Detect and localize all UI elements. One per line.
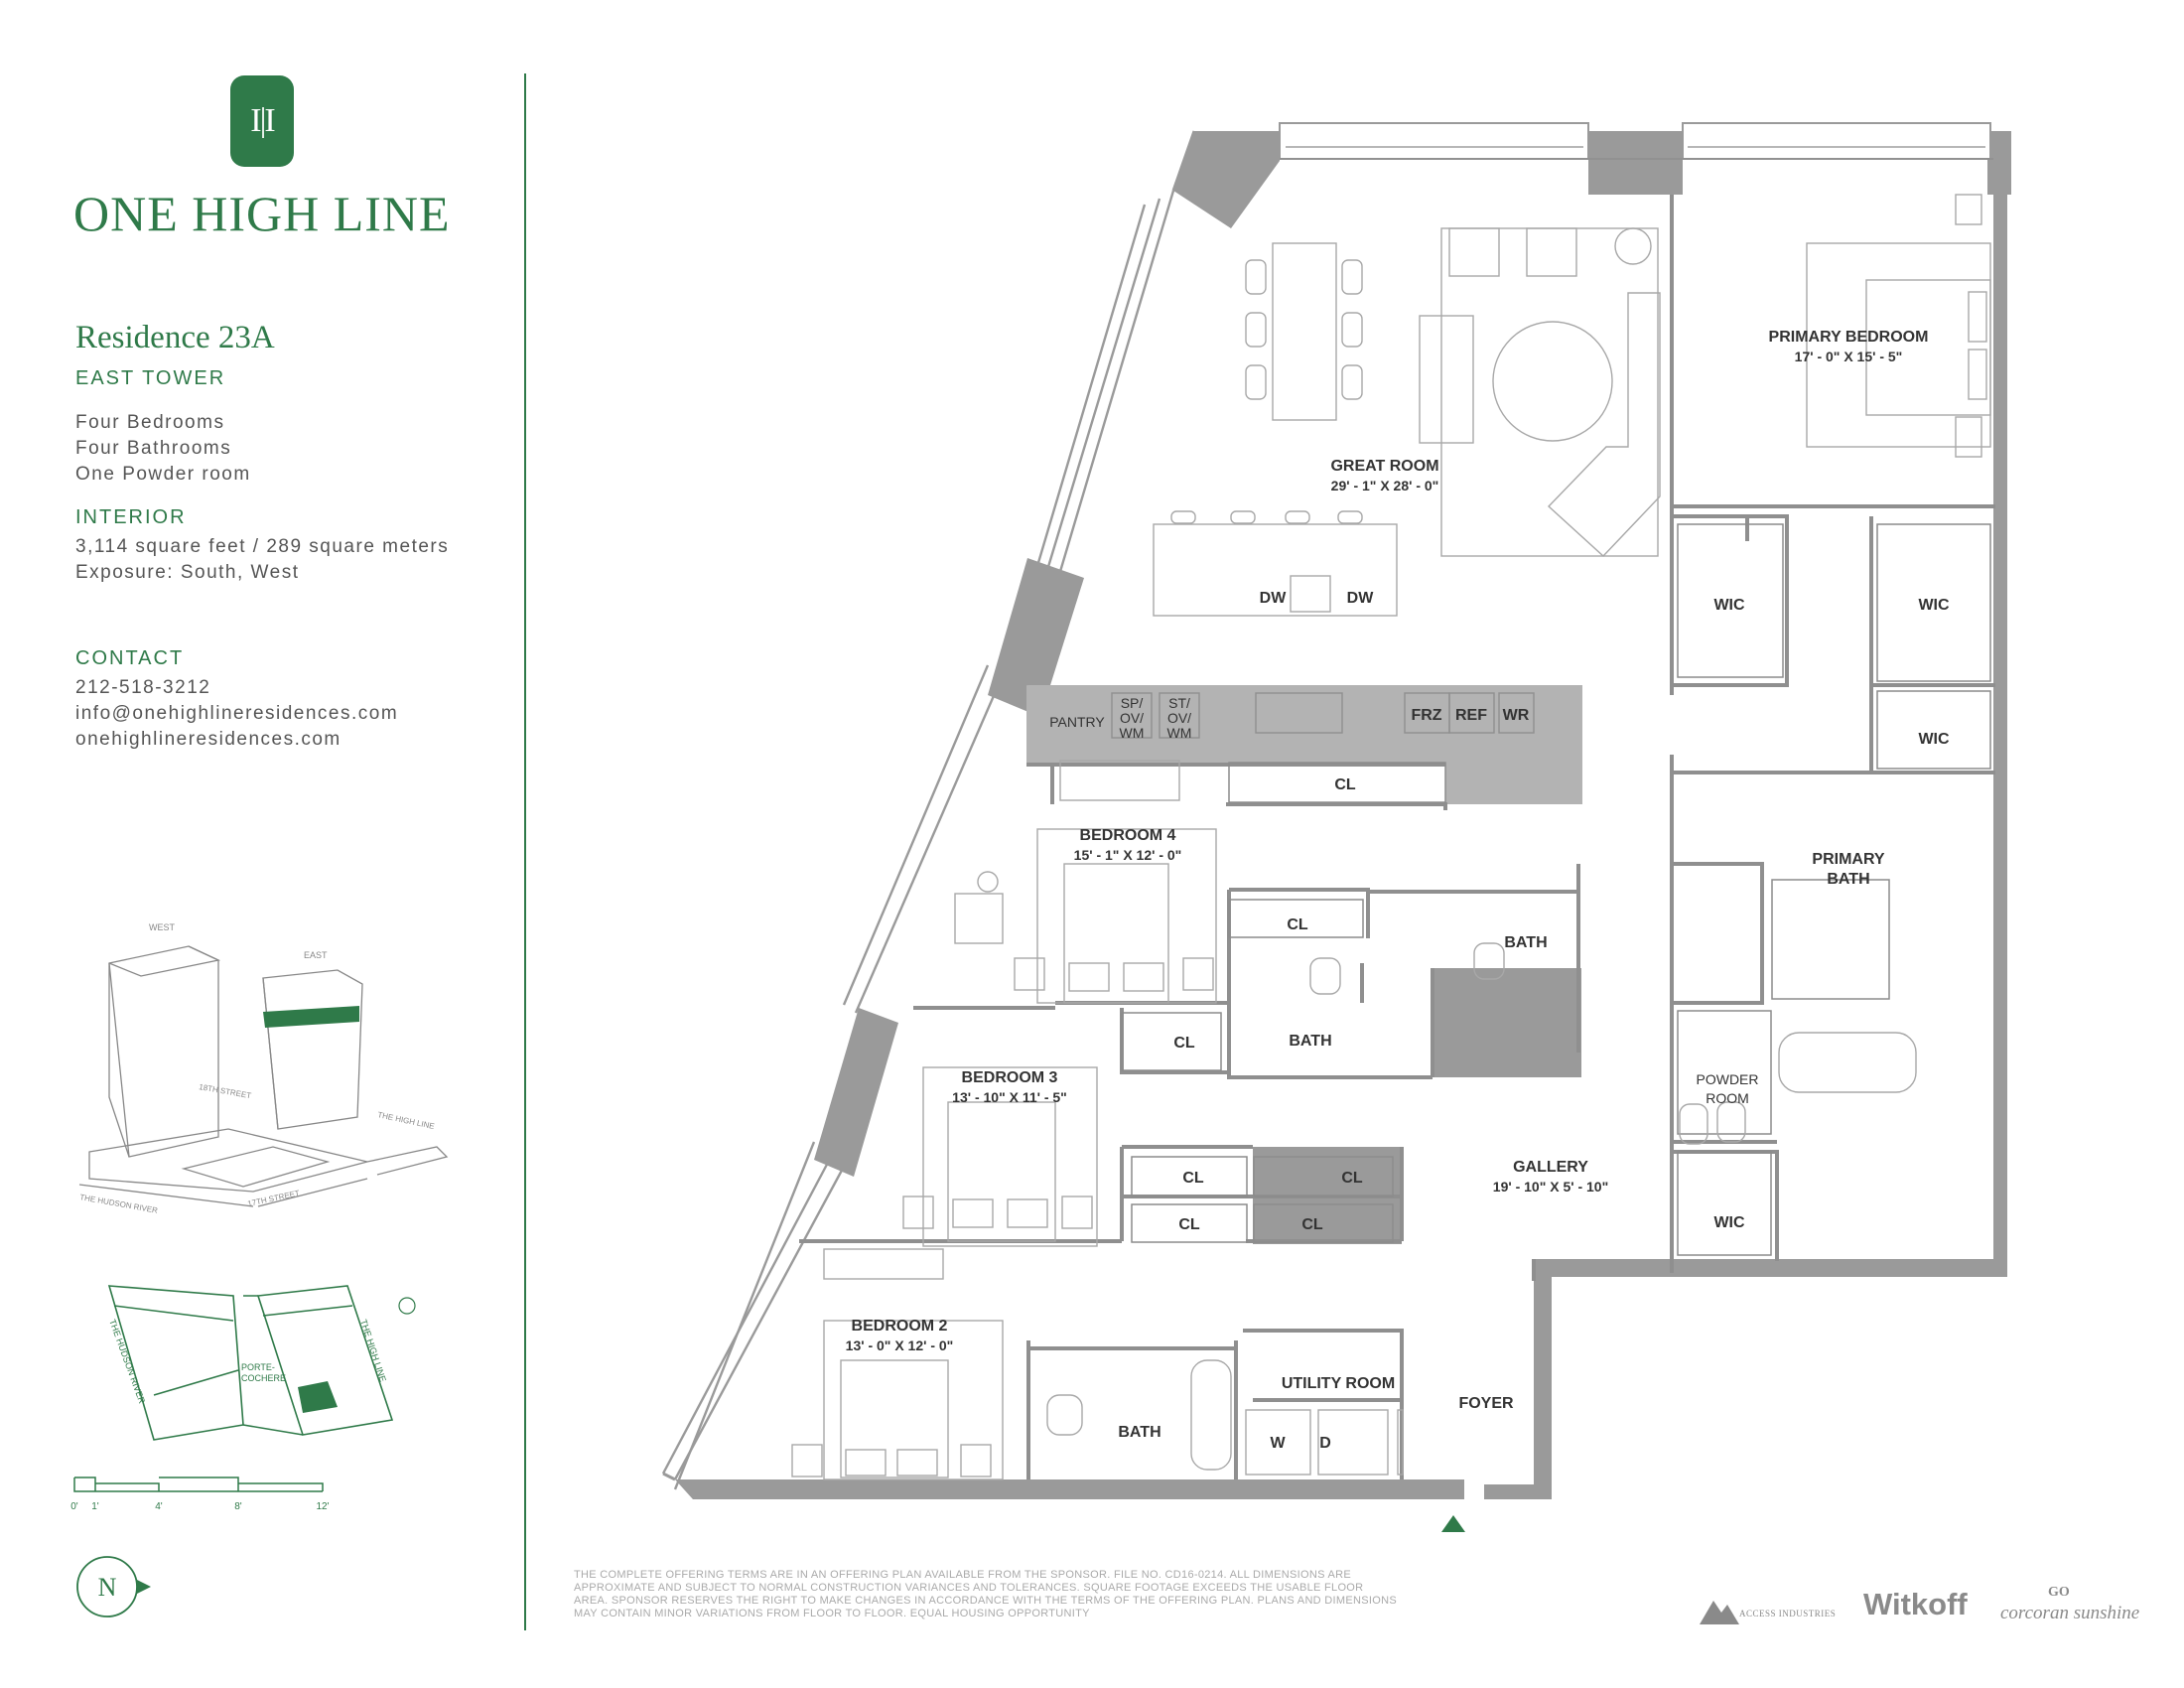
dryer-label: D bbox=[1319, 1435, 1331, 1452]
contact-email[interactable]: info@onehighlineresidences.com bbox=[75, 703, 399, 724]
great-room-label: GREAT ROOM bbox=[1330, 458, 1438, 475]
sidebar-divider bbox=[524, 73, 526, 1630]
closet-label-3: CL bbox=[1178, 1216, 1200, 1233]
site-compass-icon bbox=[398, 1297, 416, 1315]
exposure-text: Exposure: South, West bbox=[75, 562, 300, 583]
bedroom4-label: BEDROOM 4 bbox=[1080, 827, 1176, 844]
st-label-3: WM bbox=[1167, 725, 1192, 741]
closet-label-4: CL bbox=[1301, 1216, 1323, 1233]
wic-label-2: WIC bbox=[1918, 597, 1950, 614]
furniture bbox=[791, 194, 1991, 1480]
powder-room-label-1: POWDER bbox=[1697, 1071, 1759, 1087]
bath-label-bed4: BATH bbox=[1504, 934, 1547, 951]
corcoran-sunshine-logo: corcoran sunshine bbox=[2000, 1603, 2140, 1623]
primary-bedroom-label: PRIMARY BEDROOM bbox=[1769, 329, 1929, 346]
legal-disclaimer: THE COMPLETE OFFERING TERMS ARE IN AN OF… bbox=[574, 1569, 1397, 1619]
exterior-walls bbox=[675, 131, 2011, 1499]
witkoff-logo: Witkoff bbox=[1863, 1587, 1968, 1621]
sp-label-2: OV/ bbox=[1120, 710, 1144, 726]
freezer-label: FRZ bbox=[1411, 707, 1441, 724]
tower-label: EAST TOWER bbox=[75, 367, 226, 389]
powder-room-label-2: ROOM bbox=[1706, 1090, 1749, 1106]
sidebar: I|I ONE HIGH LINE Residence 23A EAST TOW… bbox=[0, 0, 536, 1688]
axo-east-label: EAST bbox=[304, 950, 328, 960]
pantry-label: PANTRY bbox=[1049, 714, 1105, 730]
wine-refrigerator-label: WR bbox=[1503, 707, 1530, 724]
access-industries-text: ACCESS INDUSTRIES bbox=[1739, 1609, 1837, 1618]
bedroom3-dims: 13' - 10" X 11' - 5" bbox=[952, 1089, 1067, 1105]
entry-arrow-icon bbox=[1441, 1515, 1465, 1532]
building-axonometric: WEST EAST 18TH STREET THE HIGH LINE THE … bbox=[79, 922, 449, 1215]
primary-bath-label-2: BATH bbox=[1827, 871, 1869, 888]
bedroom2-label: BEDROOM 2 bbox=[852, 1318, 948, 1335]
north-compass-icon: N bbox=[76, 1556, 151, 1618]
highlighted-floor bbox=[263, 1006, 359, 1028]
bath-label-hall: BATH bbox=[1289, 1033, 1331, 1050]
great-room-dims: 29' - 1" X 28' - 0" bbox=[1331, 478, 1439, 493]
scale-tick-4: 4' bbox=[155, 1501, 163, 1512]
site-porte-label: PORTE- bbox=[241, 1362, 275, 1372]
closet-label-bed3: CL bbox=[1173, 1035, 1195, 1052]
primary-bedroom-dims: 17' - 0" X 15' - 5" bbox=[1795, 349, 1903, 364]
scale-tick-1: 1' bbox=[91, 1501, 99, 1512]
foyer-label: FOYER bbox=[1458, 1395, 1514, 1412]
access-industries-logo: ACCESS INDUSTRIES bbox=[1700, 1593, 1848, 1628]
brand-name: ONE HIGH LINE bbox=[73, 186, 451, 241]
bedroom2-dims: 13' - 0" X 12' - 0" bbox=[846, 1337, 954, 1353]
scale-tick-8: 8' bbox=[234, 1501, 242, 1512]
contact-heading: CONTACT bbox=[75, 647, 185, 669]
corcoran-mark: GO bbox=[2048, 1585, 2070, 1600]
site-building-marker bbox=[298, 1381, 338, 1413]
bedrooms-count: Four Bedrooms bbox=[75, 412, 225, 433]
wic-label-3: WIC bbox=[1918, 731, 1950, 748]
closet-label-2: CL bbox=[1341, 1170, 1363, 1187]
west-glazing bbox=[661, 190, 1175, 1490]
scale-tick-0: 0' bbox=[70, 1501, 78, 1512]
gallery-label: GALLERY bbox=[1513, 1159, 1588, 1176]
sp-label-3: WM bbox=[1120, 725, 1145, 741]
washer-label: W bbox=[1270, 1435, 1286, 1452]
st-label-1: ST/ bbox=[1168, 695, 1190, 711]
gallery-dims: 19' - 10" X 5' - 10" bbox=[1493, 1179, 1608, 1195]
room-labels: GREAT ROOM 29' - 1" X 28' - 0" PRIMARY B… bbox=[846, 329, 1950, 1452]
bedroom4-dims: 15' - 1" X 12' - 0" bbox=[1074, 847, 1182, 863]
room-summary: Four Bedrooms Four Bathrooms One Powder … bbox=[75, 410, 251, 488]
axo-west-label: WEST bbox=[149, 922, 176, 932]
site-cochere-label: COCHERE bbox=[241, 1373, 286, 1383]
sp-label-1: SP/ bbox=[1121, 695, 1144, 711]
powder-count: One Powder room bbox=[75, 464, 251, 485]
dishwasher-label-2: DW bbox=[1347, 590, 1375, 607]
closet-label-bed4: CL bbox=[1287, 916, 1308, 933]
bedroom3-label: BEDROOM 3 bbox=[962, 1069, 1058, 1086]
bath-label-bed2: BATH bbox=[1118, 1424, 1160, 1441]
site-plan: THE HUDSON RIVER PORTE- COCHERE THE HIGH… bbox=[107, 1285, 416, 1441]
area-text: 3,114 square feet / 289 square meters bbox=[75, 536, 450, 557]
interior-walls bbox=[799, 195, 1995, 1479]
st-label-2: OV/ bbox=[1167, 710, 1191, 726]
scale-tick-12: 12' bbox=[316, 1501, 329, 1512]
scale-bar: 0' 1' 4' 8' 12' bbox=[70, 1477, 330, 1512]
utility-room-label: UTILITY ROOM bbox=[1282, 1375, 1395, 1392]
wic-label-4: WIC bbox=[1713, 1214, 1745, 1231]
primary-bath-label-1: PRIMARY bbox=[1812, 851, 1885, 868]
closet-label-kitchen: CL bbox=[1334, 776, 1356, 793]
contact-website[interactable]: onehighlineresidences.com bbox=[75, 729, 341, 750]
bathrooms-count: Four Bathrooms bbox=[75, 438, 232, 459]
mountain-icon bbox=[1700, 1601, 1739, 1624]
wic-label-1: WIC bbox=[1713, 597, 1745, 614]
window-bands bbox=[1279, 122, 1991, 160]
contact-phone[interactable]: 212-518-3212 bbox=[75, 677, 211, 698]
refrigerator-label: REF bbox=[1455, 707, 1487, 724]
logo-glyph: I|I bbox=[250, 102, 275, 139]
closet-label-1: CL bbox=[1182, 1170, 1204, 1187]
interior-details: 3,114 square feet / 289 square meters Ex… bbox=[75, 534, 449, 586]
dishwasher-label-1: DW bbox=[1260, 590, 1288, 607]
brand-logo-mark: I|I bbox=[230, 75, 294, 167]
compass-n: N bbox=[98, 1573, 117, 1602]
residence-title: Residence 23A bbox=[75, 320, 275, 355]
interior-heading: INTERIOR bbox=[75, 506, 187, 528]
contact-details: 212-518-3212 info@onehighlineresidences.… bbox=[75, 675, 398, 753]
west-wall-outline bbox=[662, 130, 1196, 1481]
